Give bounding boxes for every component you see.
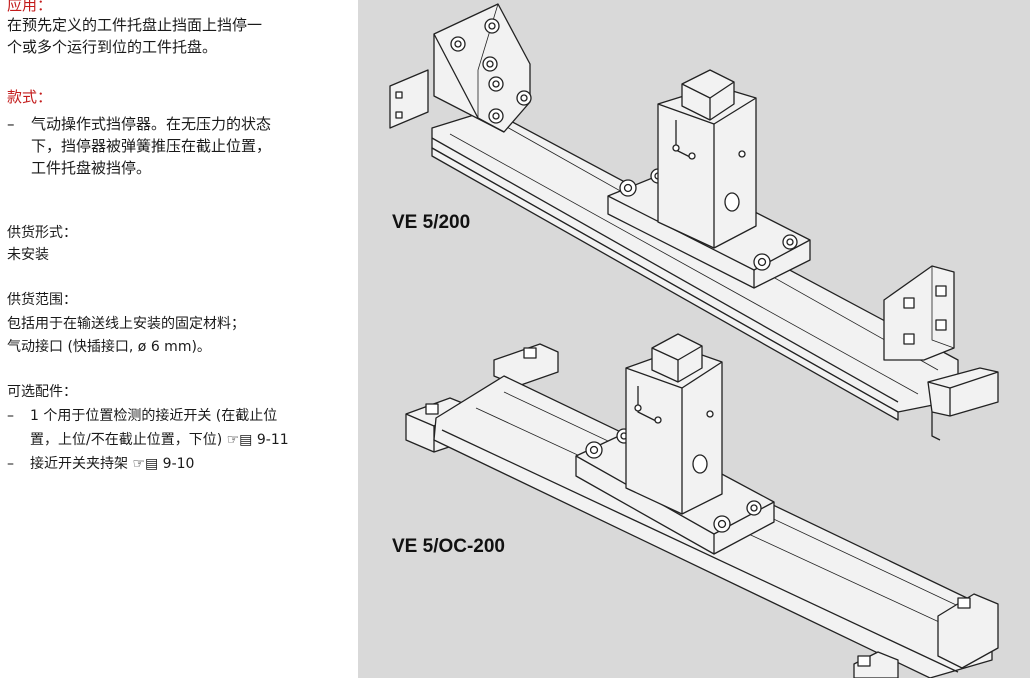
scope-line-1: 包括用于在输送线上安装的固定材料； [7,316,245,332]
bracket-bolts [450,18,532,124]
ve-5-200-drawing [389,3,999,441]
angle-bracket-upper [433,3,531,133]
base-plate-bolts-lower [585,428,762,533]
scope-label: 供货范围： [7,292,77,308]
version-heading: 款式： [7,88,53,106]
text-column: 应用： 在预先定义的工件托盘止挡面上挡停一 个或多个运行到位的工件托盘。 款式：… [0,0,358,678]
option-1-bullet: – [7,408,14,424]
application-heading: 应用： [7,0,53,14]
figure-caption-ve-5-oc-200: VE 5/OC-200 [392,536,505,557]
application-line-1: 在预先定义的工件托盘止挡面上挡停一 [7,16,263,34]
figure-caption-ve-5-200: VE 5/200 [392,212,471,233]
option-1-line-2: 置，上位/不在截止位置，下位) ☞▤ 9-11 [30,432,289,448]
delivery-form-value: 未安装 [7,247,49,263]
rear-bracket-lower [493,343,559,387]
scope-line-2: 气动接口 (快插接口, ø 6 mm)。 [7,339,211,355]
end-bracket-upper [883,265,955,361]
option-1-line-1: 1 个用于位置检测的接近开关 (在截止位 [30,408,278,424]
right-bracket-lower [937,593,999,669]
delivery-form-label: 供货形式： [7,225,77,241]
mounting-plate-left [389,69,429,129]
stopper-drawings [389,3,999,678]
ve-5-oc-200-drawing [405,333,999,678]
options-label: 可选配件： [7,384,77,400]
stopper-lever-lower [651,333,703,383]
application-line-2: 个或多个运行到位的工件托盘。 [7,38,218,56]
stopper-lever-upper [681,69,735,121]
option-2-bullet: – [7,456,14,472]
option-2-line-1: 接近开关夹持架 ☞▤ 9-10 [30,456,195,472]
version-bullet: – [7,115,15,133]
version-line-3: 工件托盘被挡停。 [31,159,152,177]
drawing-panel: VE 5/200 VE 5/OC-200 [358,0,1030,678]
version-line-2: 下，挡停器被弹簧推压在截止位置， [31,137,272,155]
version-line-1: 气动操作式挡停器。在无压力的状态 [31,115,272,133]
